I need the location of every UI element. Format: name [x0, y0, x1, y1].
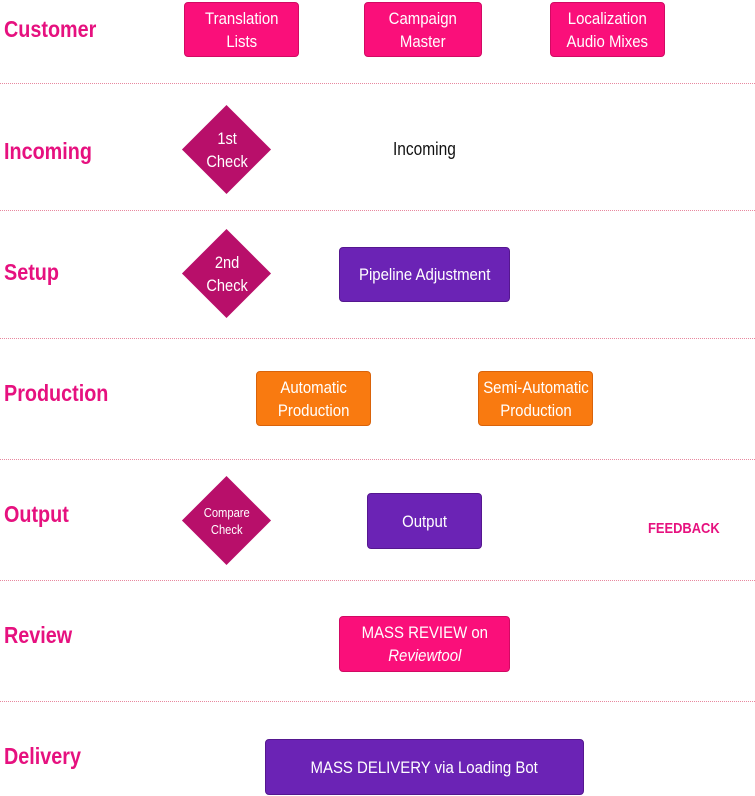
lane-label-delivery: Delivery: [4, 743, 81, 769]
semi-automatic-production-line1: Semi-Automatic: [482, 377, 589, 397]
lane-label-customer: Customer: [4, 16, 97, 42]
pipeline-adjustment-box: Pipeline Adjustment: [339, 247, 510, 302]
lane-label-review: Review: [4, 622, 73, 648]
lane-label-production: Production: [4, 380, 109, 406]
mass-review-line2: Reviewtool: [387, 646, 462, 665]
feedback-label: FEEDBACK: [648, 520, 720, 537]
localization-audio-mixes-line1: Localization: [567, 8, 647, 28]
output-box: Output: [367, 493, 482, 549]
semi-automatic-production-line2: Production: [499, 400, 572, 420]
first-check-line2: Check: [206, 152, 248, 171]
lane-divider: [0, 580, 755, 581]
mass-delivery-box: MASS DELIVERY via Loading Bot: [265, 739, 584, 795]
lane-divider: [0, 210, 755, 211]
localization-audio-mixes-line2: Audio Mixes: [566, 31, 649, 51]
mass-review-line1: MASS REVIEW on: [361, 623, 488, 642]
campaign-master-line2: Master: [400, 31, 446, 51]
second-check-line2: Check: [206, 276, 248, 295]
compare-check-line2: Check: [211, 522, 243, 537]
translation-lists-line2: Lists: [226, 31, 257, 51]
lane-divider: [0, 459, 755, 460]
translation-lists-line1: Translation: [204, 8, 279, 28]
lane-label-incoming: Incoming: [4, 138, 92, 164]
lane-divider: [0, 701, 755, 702]
automatic-production-line1: Automatic: [280, 377, 347, 397]
lane-label-setup: Setup: [4, 259, 59, 285]
incoming-text: Incoming: [393, 139, 456, 159]
automatic-production-line2: Production: [277, 400, 350, 420]
lane-divider: [0, 83, 755, 84]
first-check-line1: 1st: [217, 129, 237, 148]
lane-label-output: Output: [4, 501, 69, 527]
compare-check-line1: Compare: [204, 505, 250, 520]
mass-review-box: MASS REVIEW on Reviewtool: [339, 616, 510, 672]
campaign-master-line1: Campaign: [388, 8, 458, 28]
lane-divider: [0, 338, 755, 339]
second-check-line1: 2nd: [214, 253, 240, 272]
